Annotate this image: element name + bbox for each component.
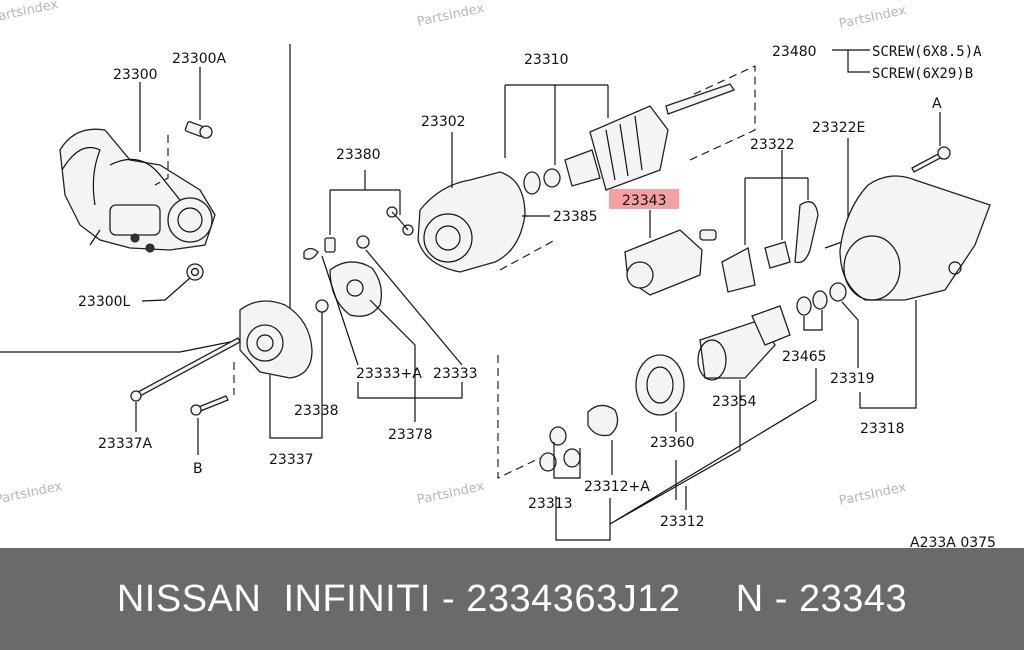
leader: [365, 249, 463, 366]
watermark: PartsIndex: [416, 1, 486, 30]
part-label-23465[interactable]: 23465: [782, 349, 827, 365]
part-label-23322E[interactable]: 23322E: [812, 120, 865, 136]
highlight-box: [609, 189, 679, 209]
seal-23385-drawing: [523, 171, 541, 195]
leader: [803, 310, 823, 331]
leader: [357, 382, 463, 399]
part-label-23312A[interactable]: 23312+A: [584, 479, 650, 495]
leader: [555, 496, 611, 541]
part-label-23354[interactable]: 23354: [712, 394, 757, 410]
leader: [141, 277, 191, 302]
watermark: PartsIndex: [838, 480, 908, 509]
part-label-23319[interactable]: 23319: [830, 371, 875, 387]
screw-note-b: SCREW(6X29)B: [872, 66, 973, 82]
screw-note-a: SCREW(6X8.5)A: [872, 44, 982, 60]
yoke-drawing: [417, 171, 526, 273]
brush-holder-drawing: [329, 261, 383, 317]
part-info-banner: NISSAN INFINITI - 2334363J12 N - 23343: [0, 548, 1024, 650]
through-bolt-drawing: [130, 337, 241, 402]
part-label-23318[interactable]: 23318: [860, 421, 905, 437]
part-label-23338[interactable]: 23338: [294, 403, 339, 419]
leader: [369, 299, 416, 422]
washers-drawing: [796, 282, 847, 316]
brush-wires-drawing: [386, 206, 414, 236]
leader: [832, 49, 870, 73]
part-label-23333A[interactable]: 23333+A: [356, 366, 422, 382]
screw-B-drawing: [190, 395, 229, 416]
exploded-parts-diagram: PartsIndex PartsIndex PartsIndex PartsIn…: [0, 0, 996, 548]
bushing-23338-drawing: [315, 299, 329, 313]
magnetic-switch-drawing: [624, 229, 717, 296]
watermark: PartsIndex: [416, 479, 486, 508]
part-label-23480[interactable]: 23480: [772, 44, 817, 60]
nut-23300L-drawing: [186, 263, 204, 281]
part-label-23360[interactable]: 23360: [650, 435, 695, 451]
leader: [841, 301, 859, 368]
rear-bracket-drawing: [239, 300, 313, 379]
bolt-A-drawing: [911, 146, 951, 173]
leader: [504, 84, 609, 165]
screw-23300A-drawing: [184, 121, 213, 139]
assembly-envelope: [689, 65, 756, 161]
leader: [553, 442, 581, 479]
part-label-23380[interactable]: 23380: [336, 147, 381, 163]
ref-mark-b: B: [193, 461, 203, 477]
leader: [154, 135, 169, 186]
pinion-clutch-drawing: [697, 305, 791, 381]
watermark: PartsIndex: [0, 0, 60, 26]
drawing-code: A233A 0375: [910, 535, 996, 548]
leader: [321, 255, 359, 366]
assembly-envelope: [497, 239, 556, 479]
washer-drawing: [543, 168, 561, 188]
part-label-23322[interactable]: 23322: [750, 137, 795, 153]
part-label-23313[interactable]: 23313: [528, 496, 573, 512]
part-info-text: NISSAN INFINITI - 2334363J12 N - 23343: [116, 577, 908, 620]
part-label-23337A[interactable]: 23337A: [98, 436, 153, 452]
front-housing-drawing: [839, 175, 991, 301]
planetary-gear-set-drawing: [539, 404, 619, 472]
part-label-23310[interactable]: 23310: [524, 52, 569, 68]
part-label-23337[interactable]: 23337: [269, 452, 314, 468]
armature-drawing: [564, 83, 735, 191]
internal-gear-drawing: [635, 354, 685, 416]
lever-set-drawing: [721, 201, 819, 293]
leader: [609, 368, 817, 525]
part-label-23300L[interactable]: 23300L: [78, 294, 131, 310]
leader: [269, 308, 323, 439]
ref-mark-a: A: [932, 96, 942, 112]
watermark: PartsIndex: [0, 479, 64, 508]
leader: [744, 150, 809, 245]
springs-23333-drawing: [303, 235, 370, 260]
engine-inset-drawing: [59, 128, 216, 253]
part-label-23385[interactable]: 23385: [553, 209, 598, 225]
watermark: PartsIndex: [838, 3, 908, 32]
part-label-23300[interactable]: 23300: [113, 67, 158, 83]
part-label-23312[interactable]: 23312: [660, 514, 705, 530]
part-label-23302[interactable]: 23302: [421, 114, 466, 130]
part-label-23343-highlighted[interactable]: 23343: [622, 193, 667, 209]
part-label-23333[interactable]: 23333: [433, 366, 478, 382]
leader: [859, 300, 917, 409]
part-label-23300A[interactable]: 23300A: [172, 51, 227, 67]
part-label-23378[interactable]: 23378: [388, 427, 433, 443]
